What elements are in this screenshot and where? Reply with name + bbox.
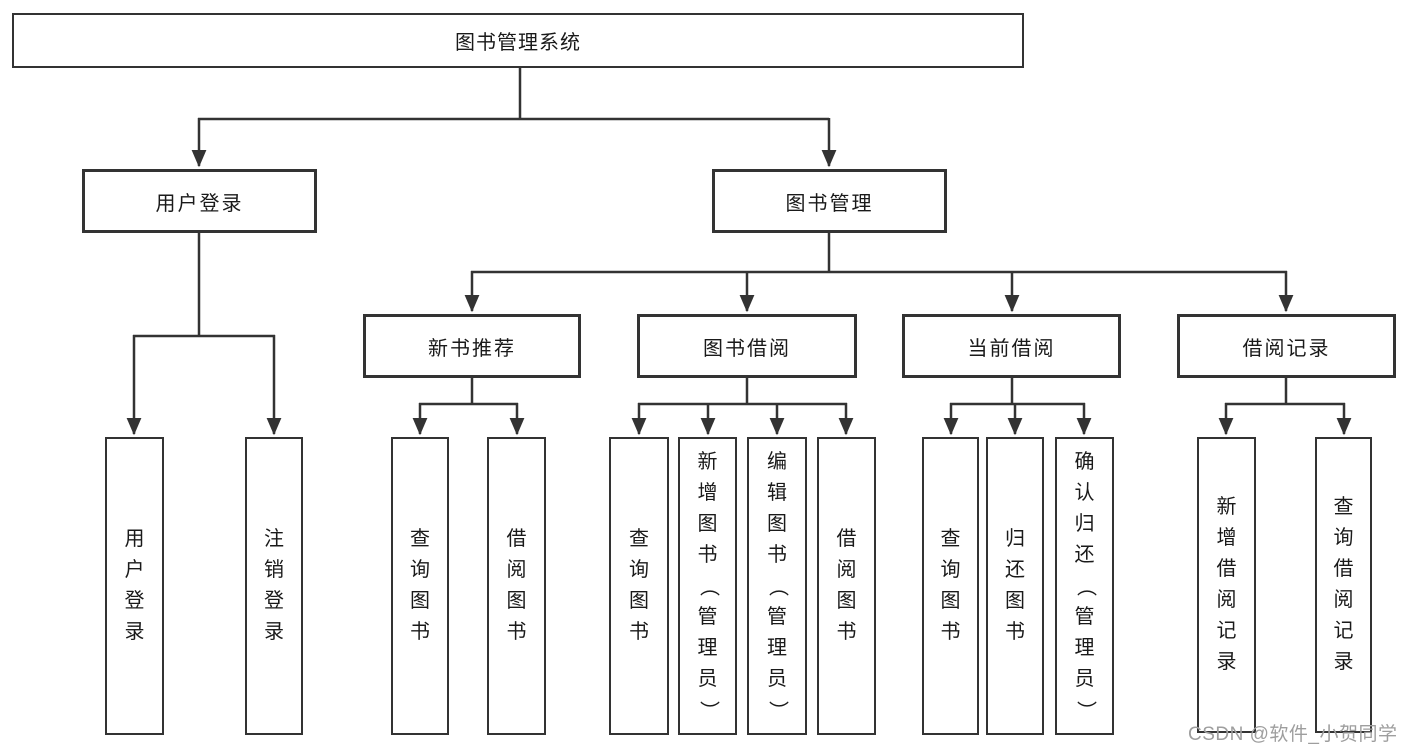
leaf-borrow-book: 借阅图书 <box>817 437 876 735</box>
node-borrow-record: 借阅记录 <box>1177 314 1396 378</box>
node-user-login: 用户登录 <box>82 169 317 233</box>
node-book-management: 图书管理 <box>712 169 947 233</box>
leaf-logout-login: 注销登录 <box>245 437 303 735</box>
leaf-query-book-borrow: 查询图书 <box>609 437 669 735</box>
node-current-borrow: 当前借阅 <box>902 314 1121 378</box>
node-new-book-recommend: 新书推荐 <box>363 314 581 378</box>
leaf-confirm-return-admin: 确认归还（管理员） <box>1055 437 1114 735</box>
leaf-user-login: 用户登录 <box>105 437 164 735</box>
leaf-query-book-current: 查询图书 <box>922 437 979 735</box>
leaf-edit-book-admin: 编辑图书（管理员） <box>747 437 807 735</box>
node-book-borrow: 图书借阅 <box>637 314 857 378</box>
leaf-add-borrow-record: 新增借阅记录 <box>1197 437 1256 733</box>
node-library-management-system: 图书管理系统 <box>12 13 1024 68</box>
leaf-add-book-admin: 新增图书（管理员） <box>678 437 737 735</box>
csdn-watermark: CSDN @软件_小贺同学 <box>1188 724 1398 745</box>
leaf-query-borrow-record: 查询借阅记录 <box>1315 437 1372 733</box>
leaf-return-book: 归还图书 <box>986 437 1044 735</box>
leaf-borrow-book-recommend: 借阅图书 <box>487 437 546 735</box>
leaf-query-book-recommend: 查询图书 <box>391 437 449 735</box>
